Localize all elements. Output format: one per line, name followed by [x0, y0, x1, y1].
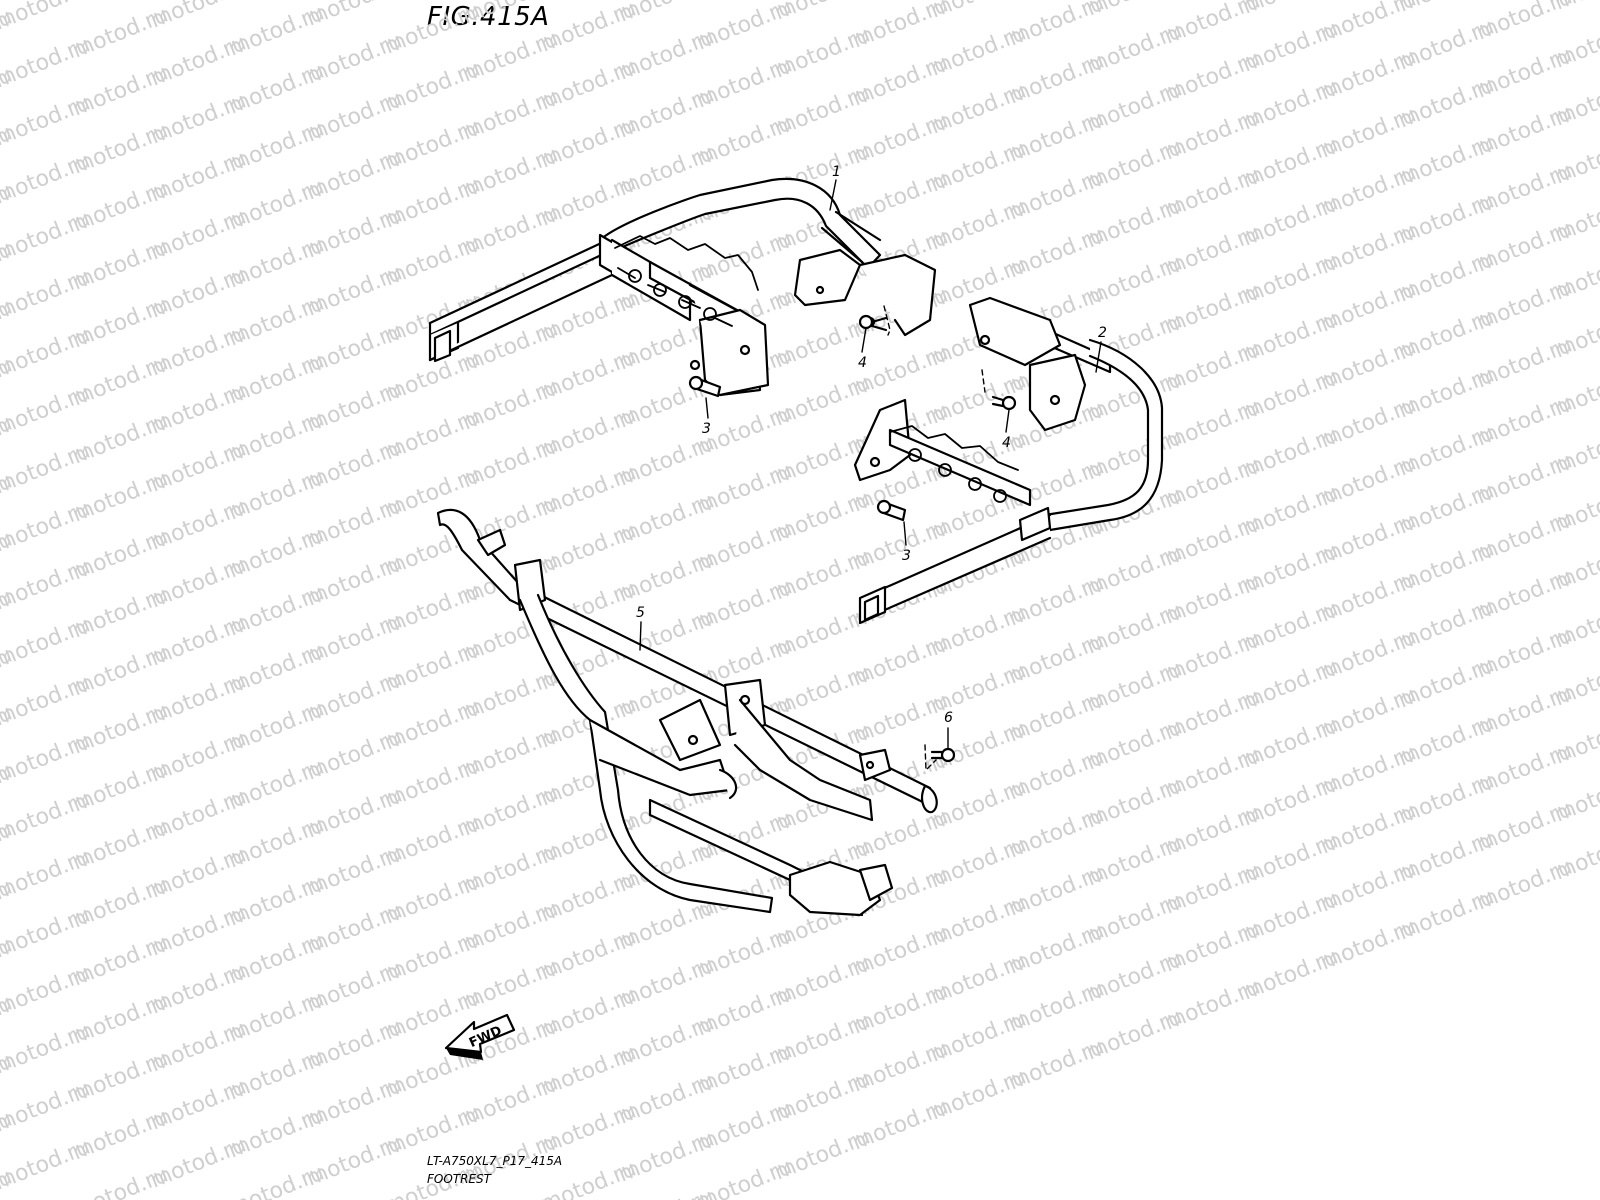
watermark-text: motod.ru — [1551, 593, 1600, 654]
watermark-text: motod.ru — [1551, 71, 1600, 132]
footrest-right-bar — [853, 296, 1164, 625]
watermark-text: motod.ru — [1551, 187, 1600, 248]
bolt-6 — [930, 747, 956, 763]
watermark-text: motod.ru — [1551, 709, 1600, 770]
watermark-text: motod.ru — [1551, 245, 1600, 306]
watermark-text: motod.ru — [1239, 0, 1342, 20]
callout-4-left: 4 — [858, 355, 867, 371]
watermark-text: motod.ru — [1551, 361, 1600, 422]
bolt-4-right — [991, 395, 1017, 411]
watermark-text: motod.ru — [1551, 535, 1600, 596]
watermark-text: motod.ru — [1551, 129, 1600, 190]
watermark-text: motod.ru — [1551, 767, 1600, 828]
figure-footer: LT-A750XL7_P17_415A FOOTREST — [427, 1152, 562, 1188]
watermark-text: motod.ru — [771, 0, 874, 26]
bolt-3-left — [688, 375, 722, 398]
watermark-text: motod.ru — [615, 0, 718, 28]
watermark-text: motod.ru — [1551, 13, 1600, 74]
watermark-text: motod.ru — [927, 0, 1030, 24]
watermark-text: motod.ru — [1551, 651, 1600, 712]
callout-2: 2 — [1098, 325, 1107, 341]
callout-3-right: 3 — [902, 548, 911, 564]
footrest-right-pegs — [889, 425, 1019, 503]
watermark-text: motod.ru — [1083, 0, 1186, 22]
callout-3-left: 3 — [702, 421, 711, 437]
watermark-text: motod.ru — [1551, 303, 1600, 364]
model-code: LT-A750XL7_P17_415A — [427, 1154, 563, 1168]
bolt-3-right — [876, 499, 907, 522]
watermark-text: motod.ru — [0, 0, 94, 36]
watermark-text: motod.ru — [459, 0, 562, 30]
callout-1: 1 — [832, 164, 841, 180]
callout-4-right: 4 — [1002, 435, 1011, 451]
figure-caption: FOOTREST — [427, 1172, 491, 1186]
watermark-text: motod.ru — [1551, 477, 1600, 538]
footrest-left-bar — [428, 177, 937, 397]
callout-6: 6 — [944, 710, 953, 726]
watermark-text: motod.ru — [1551, 825, 1600, 886]
assembly-guide-lines — [883, 305, 986, 771]
front-bar-assembly — [436, 508, 938, 917]
watermark-text: motod.ru — [147, 0, 250, 34]
footrest-left-pegs — [614, 235, 759, 327]
watermark-text: motod.ru — [1551, 419, 1600, 480]
watermark-text: motod.ru — [1551, 0, 1600, 16]
callout-5: 5 — [636, 605, 645, 621]
callout-leaders — [639, 179, 1102, 749]
figure-title: FIG.415A — [427, 2, 550, 32]
watermark-text: motod.ru — [303, 0, 406, 32]
watermark-text: motod.ru — [1395, 0, 1498, 18]
